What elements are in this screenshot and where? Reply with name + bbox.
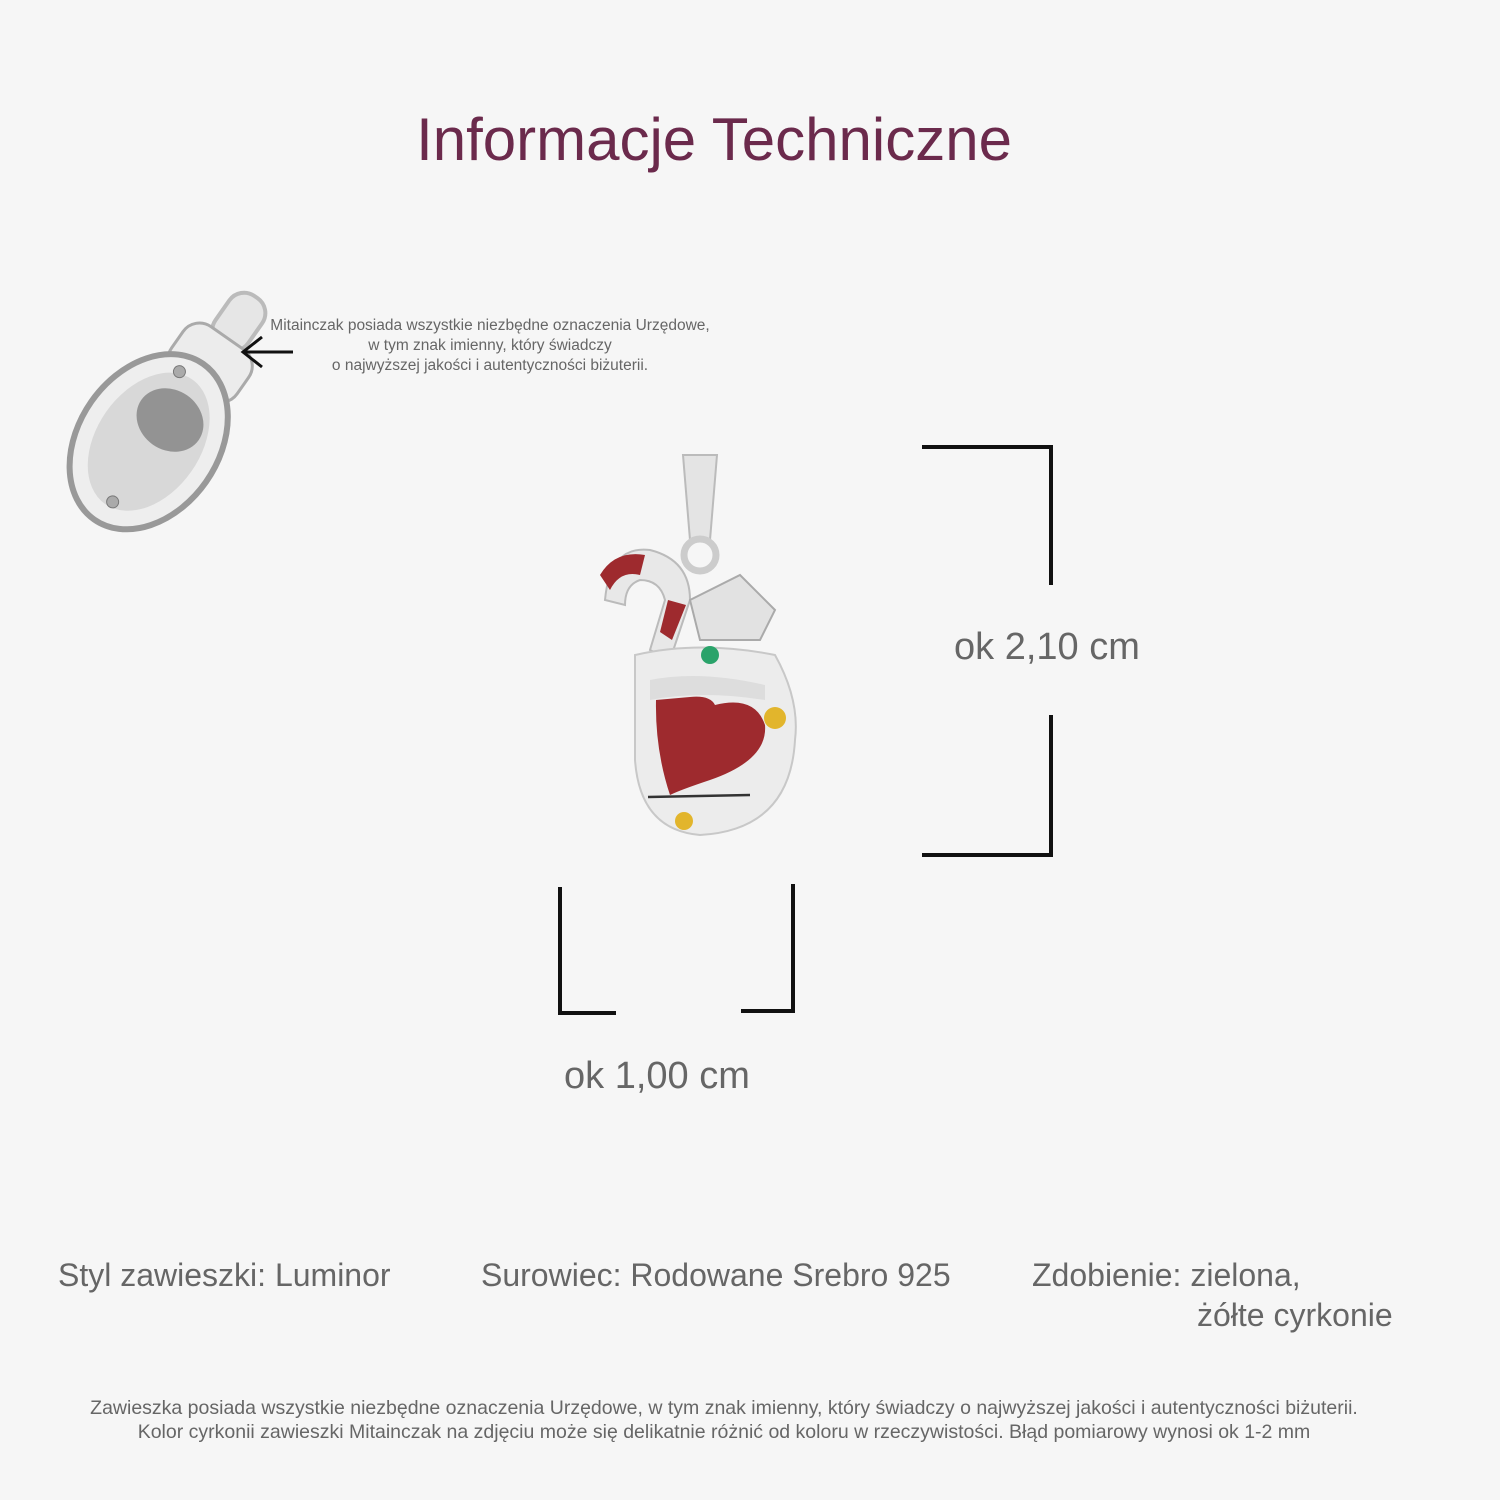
footer-note: Zawieszka posiada wszystkie niezbędne oz… — [0, 1396, 1448, 1444]
width-dimension-bracket — [558, 884, 795, 1015]
footer-line: Kolor cyrkonii zawieszki Mitainczak na z… — [137, 1421, 1311, 1443]
hallmark-note-line: Mitainczak posiada wszystkie niezbędne o… — [270, 317, 710, 334]
hallmark-note-line: o najwyższej jakości i autentyczności bi… — [331, 357, 649, 374]
pendant-back-photo — [66, 290, 268, 533]
hallmark-note-line: w tym znak imienny, który świadczy — [368, 337, 612, 354]
spec-decoration-continued: żółte cyrkonie — [1197, 1297, 1393, 1333]
spec-style: Styl zawieszki: Luminor — [58, 1257, 391, 1293]
height-dimension-bracket — [922, 445, 1053, 857]
page-title: Informacje Techniczne — [416, 106, 1012, 173]
spec-material: Surowiec: Rodowane Srebro 925 — [481, 1257, 951, 1293]
hallmark-note: Mitainczak posiada wszystkie niezbędne o… — [230, 316, 750, 376]
height-dimension-label: ok 2,10 cm — [954, 626, 1140, 668]
footer-line: Zawieszka posiada wszystkie niezbędne oz… — [90, 1397, 1358, 1419]
pendant-front-photo — [600, 454, 797, 837]
arrow-left-icon — [240, 335, 293, 369]
width-dimension-label: ok 1,00 cm — [564, 1055, 750, 1097]
spec-decoration: Zdobienie: zielona, — [1032, 1257, 1301, 1293]
